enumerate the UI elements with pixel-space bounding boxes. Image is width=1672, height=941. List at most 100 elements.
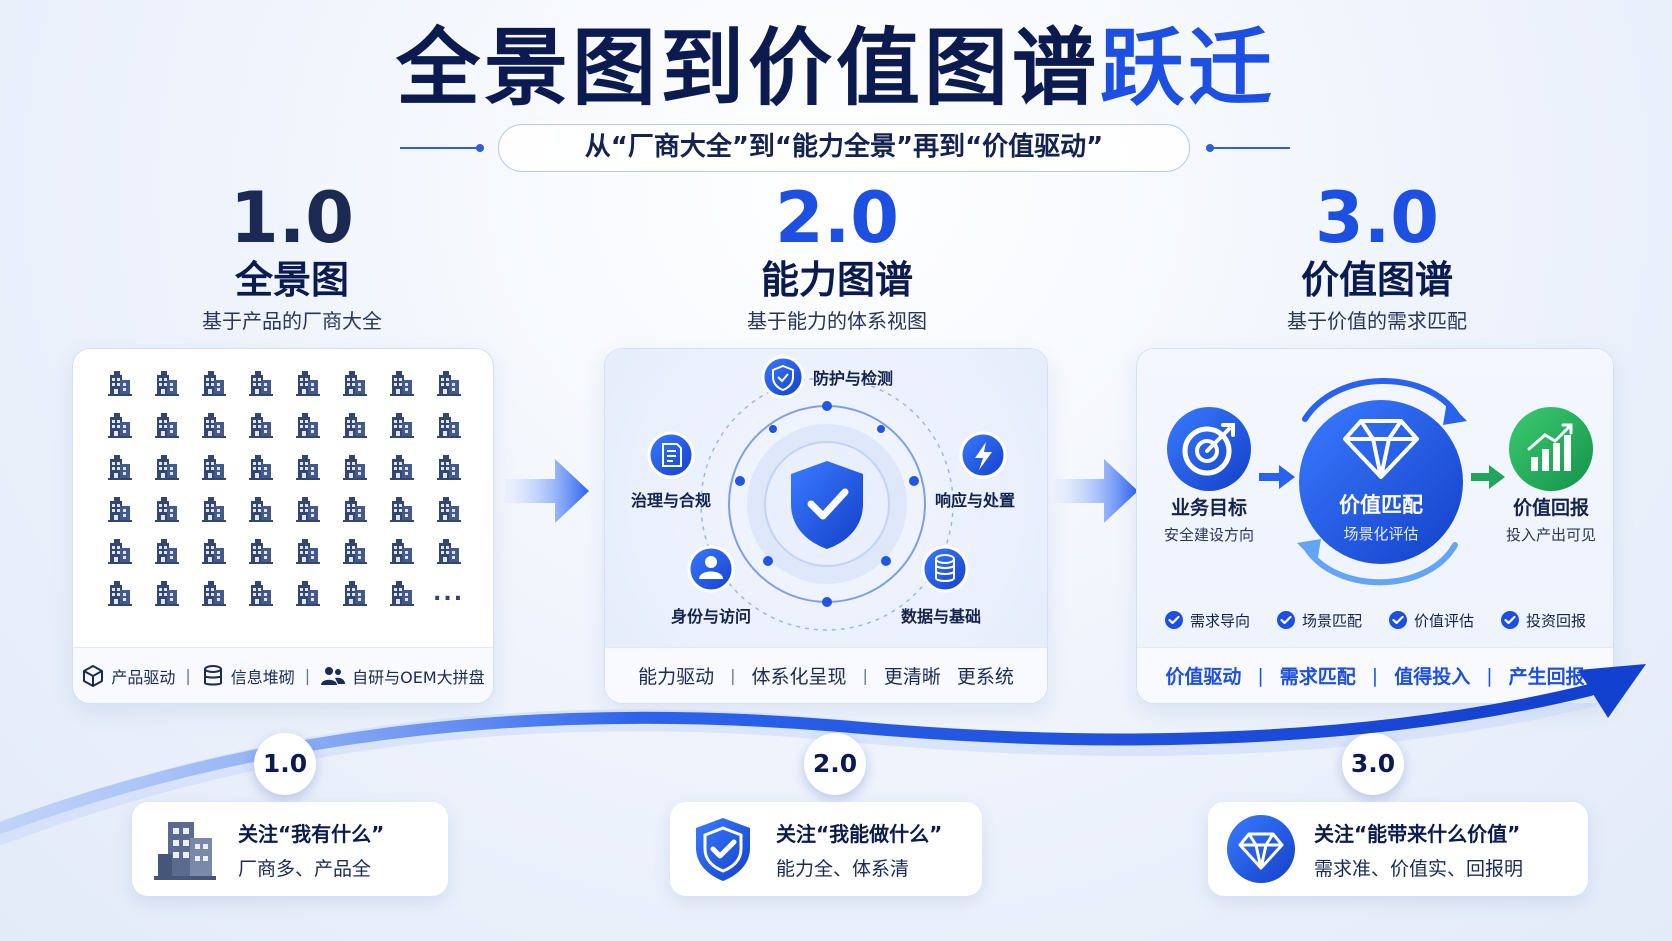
node-identity-access[interactable] (687, 545, 735, 593)
stage-1-to-2-arrow (505, 459, 589, 523)
building-icon (247, 537, 275, 565)
evolution-wave (0, 664, 1646, 845)
value-return-node[interactable] (1509, 407, 1593, 491)
vendor-building (144, 369, 191, 397)
building-icon (341, 495, 369, 523)
building-icon (294, 495, 322, 523)
flow-step-business-goal: 业务目标 安全建设方向 (1163, 497, 1254, 544)
building-icon (153, 369, 181, 397)
footer-label: 体系化呈现 (751, 666, 847, 688)
vendor-building (97, 453, 144, 481)
stage-2-footer: 能力驱动 | 体系化呈现 | 更清晰 更系统 (605, 647, 1047, 703)
stage-1-name: 全景图 (234, 258, 349, 302)
building-icon (294, 537, 322, 565)
node-response-handling[interactable] (959, 431, 1007, 479)
stage-1-header: 1.0 全景图 基于产品的厂商大全 (82, 180, 502, 338)
flow-step-value-match: 价值匹配 场景化评估 (1339, 493, 1423, 543)
stage-2-name: 能力图谱 (760, 258, 913, 302)
check-icon (1388, 611, 1407, 629)
node-label: 响应与处置 (935, 491, 1016, 510)
title-main: 全景图到价值图谱 (395, 19, 1100, 117)
vendor-building (378, 579, 425, 607)
building-icon (388, 369, 416, 397)
vendor-building (97, 411, 144, 439)
footer-item-product-driven: 产品驱动 (81, 664, 175, 688)
chart-up-icon (1527, 423, 1573, 471)
timeline-card-title: 关注“我能做什么” (776, 822, 943, 846)
value-flow-diagram (1167, 378, 1593, 586)
footer-label: 需求匹配 (1279, 666, 1356, 688)
subtitle-line-left (400, 144, 484, 152)
building-icon (247, 453, 275, 481)
vendor-building (331, 411, 378, 439)
vendor-building (425, 411, 472, 439)
timeline-card-3: 关注“能带来什么价值” 需求准、价值实、回报明 (1208, 802, 1588, 896)
node-label: 治理与合规 (631, 491, 712, 510)
vendor-building (144, 453, 191, 481)
building-icon (106, 579, 134, 607)
check-item: 价值评估 (1388, 610, 1474, 631)
stage-1-footer: 产品驱动 | 信息堆砌 | 自研与OEM大拼盘 (73, 647, 493, 703)
stage-3-number: 3.0 (1314, 177, 1439, 259)
vendor-building (191, 537, 238, 565)
timeline-card-sub: 需求准、价值实、回报明 (1314, 858, 1524, 880)
building-icon (388, 537, 416, 565)
building-icon (106, 453, 134, 481)
database-icon (203, 664, 222, 685)
vendor-building (285, 537, 332, 565)
node-governance-compliance[interactable] (647, 431, 695, 479)
timeline-card-title: 关注“我有什么” (238, 822, 385, 846)
footer-label: 自研与OEM大拼盘 (352, 667, 485, 687)
building-icon (247, 495, 275, 523)
stage-2-number: 2.0 (774, 177, 899, 259)
building-icon (388, 579, 416, 607)
vendor-building (238, 537, 285, 565)
vendor-building (191, 495, 238, 523)
vendor-building (331, 369, 378, 397)
building-icon (153, 495, 181, 523)
vendor-building (238, 579, 285, 607)
building-icon (154, 822, 216, 880)
vendor-building (144, 495, 191, 523)
building-icon (294, 579, 322, 607)
value-match-flow: 业务目标 安全建设方向 价值匹配 场景化评估 价值回报 投入产出可见 需求导向场… (1137, 349, 1613, 647)
vendor-building (285, 453, 332, 481)
footer-label: 值得投入 (1394, 666, 1471, 688)
vendor-building (285, 495, 332, 523)
building-icon (106, 369, 134, 397)
footer-label: 更清晰 (883, 666, 941, 688)
node-protect-detect[interactable] (761, 355, 805, 399)
stage-2-header: 2.0 能力图谱 基于能力的体系视图 (627, 180, 1047, 338)
vendor-building (144, 411, 191, 439)
timeline-card-1: 关注“我有什么” 厂商多、产品全 (132, 802, 448, 896)
building-icon (200, 537, 228, 565)
diamond-icon (1227, 815, 1295, 883)
vendor-building (285, 411, 332, 439)
vendor-building (238, 369, 285, 397)
timeline-card-2: 关注“我能做什么” 能力全、体系清 (670, 802, 982, 896)
vendor-building (144, 537, 191, 565)
footer-label: 能力驱动 (638, 666, 715, 688)
building-icon (294, 411, 322, 439)
vendor-building (378, 453, 425, 481)
building-icon (435, 369, 463, 397)
node-data-infra[interactable] (921, 545, 969, 593)
more-dots: ... (433, 580, 465, 606)
building-icon (200, 369, 228, 397)
vendor-building (191, 369, 238, 397)
vendor-building (238, 411, 285, 439)
building-icon (388, 453, 416, 481)
node-label: 身份与访问 (671, 607, 752, 626)
stage-3-panel: 业务目标 安全建设方向 价值匹配 场景化评估 价值回报 投入产出可见 需求导向场… (1136, 348, 1614, 704)
stage-1-number: 1.0 (229, 177, 354, 259)
vendor-building (331, 537, 378, 565)
business-goal-node[interactable] (1167, 407, 1251, 491)
vendor-building (238, 453, 285, 481)
vendor-building (378, 369, 425, 397)
document-icon (662, 443, 682, 467)
timeline-card-sub: 厂商多、产品全 (238, 858, 372, 880)
vendor-building (97, 579, 144, 607)
vendor-building (97, 495, 144, 523)
vendor-building (425, 495, 472, 523)
vendor-building (378, 411, 425, 439)
